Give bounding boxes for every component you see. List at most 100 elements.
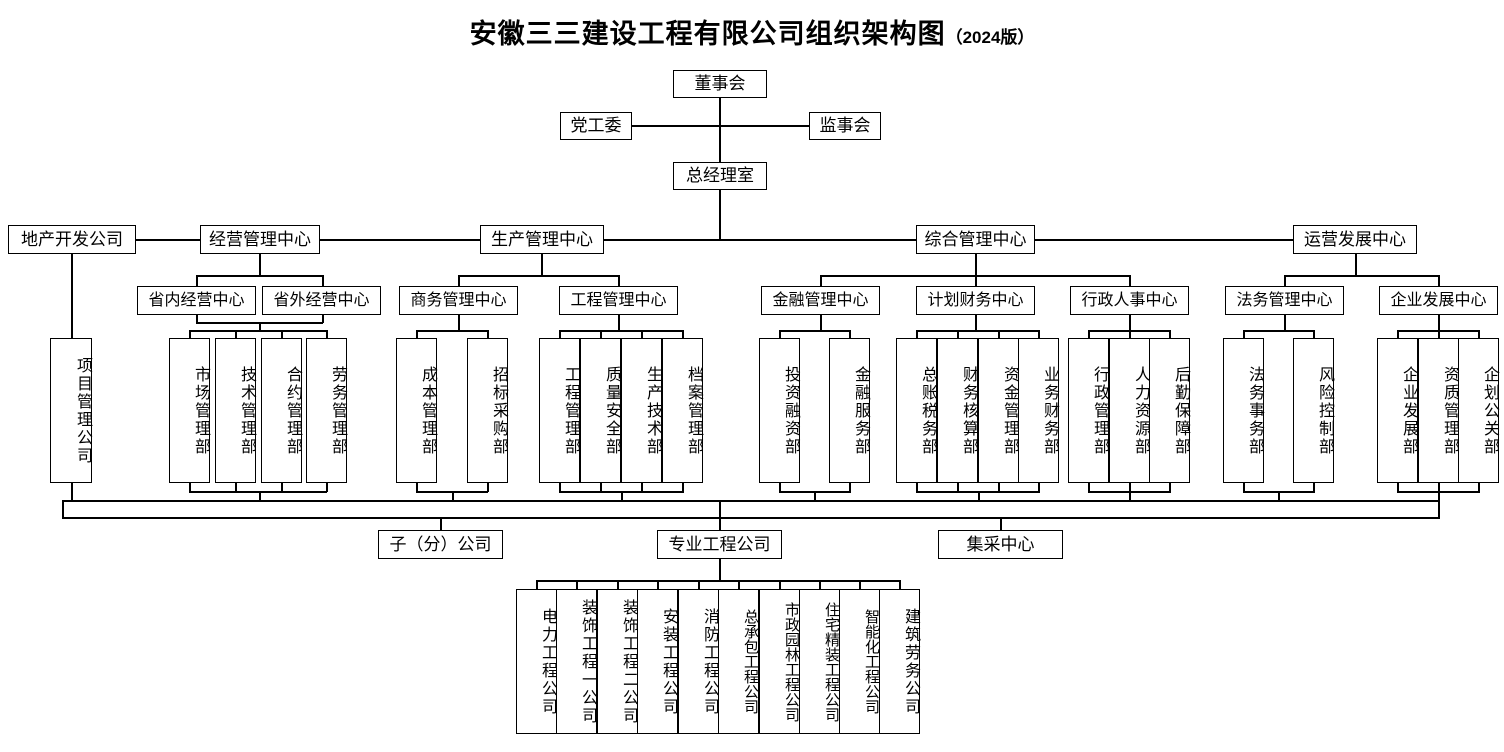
- dept-business-finance[interactable]: 业务财务部: [1018, 338, 1059, 483]
- dept-planning-pr[interactable]: 企划公关部: [1458, 338, 1499, 483]
- dept-financial-services[interactable]: 金融服务部: [829, 338, 870, 483]
- joinstub-logistics: [1169, 483, 1171, 492]
- dept-cost-mgmt[interactable]: 成本管理部: [396, 338, 437, 483]
- dept-logistics-support[interactable]: 后勤保障部: [1149, 338, 1190, 483]
- dept-financial-accounting[interactable]: 财务核算部: [937, 338, 978, 483]
- connector-to-enterprise-dev-dept: [1397, 330, 1399, 338]
- node-subsidiary-branch-company[interactable]: 子（分）公司: [378, 530, 503, 559]
- node-subcenter-legal-mgmt[interactable]: 法务管理中心: [1225, 286, 1344, 315]
- node-subcenter-provincial-in[interactable]: 省内经营中心: [137, 286, 256, 315]
- dept-ledger-tax[interactable]: 总账税务部: [896, 338, 937, 483]
- node-subcenter-provincial-out[interactable]: 省外经营中心: [262, 286, 381, 315]
- dept-fund-mgmt[interactable]: 资金管理部: [978, 338, 1019, 483]
- joinstub-hr: [1129, 483, 1131, 492]
- company-fire-engineering[interactable]: 消防工程公司: [678, 589, 719, 734]
- node-centralized-procurement-center[interactable]: 集采中心: [938, 530, 1063, 559]
- connector-center-bus-left: [136, 239, 200, 241]
- company-decoration-engineering-2[interactable]: 装饰工程二公司: [597, 589, 638, 734]
- node-gm-office[interactable]: 总经理室: [673, 162, 767, 190]
- engcompanies-span: [536, 580, 899, 582]
- joindrop-eng-depts: [621, 491, 623, 501]
- connector-to-specialeng-group: [719, 500, 721, 531]
- connector-planfin-span: [916, 330, 1040, 332]
- company-decoration-engineering-1[interactable]: 装饰工程一公司: [556, 589, 597, 734]
- node-party-committee[interactable]: 党工委: [560, 112, 632, 140]
- connector-to-enterprise-dev: [1438, 275, 1440, 287]
- node-center-real-estate[interactable]: 地产开发公司: [8, 225, 136, 254]
- node-subcenter-engineering-mgmt[interactable]: 工程管理中心: [559, 286, 678, 315]
- connector-to-planning-pr-dept: [1478, 330, 1480, 338]
- bottom-group-bus-left: [62, 517, 440, 519]
- dept-labor-mgmt[interactable]: 劳务管理部: [306, 338, 347, 483]
- node-subcenter-planning-finance[interactable]: 计划财务中心: [916, 286, 1035, 315]
- node-board-of-directors[interactable]: 董事会: [673, 70, 767, 98]
- connector-financecenter-span: [779, 330, 851, 332]
- joindrop-biz-depts: [259, 491, 261, 501]
- connector-to-fund-mgmt-dept: [998, 330, 1000, 338]
- joinstub-finservice: [849, 483, 851, 492]
- company-intelligent-engineering[interactable]: 智能化工程公司: [839, 589, 880, 734]
- dept-project-mgmt-company[interactable]: 项目管理公司: [50, 338, 92, 483]
- dept-archives-mgmt[interactable]: 档案管理部: [662, 338, 703, 483]
- company-construction-labor[interactable]: 建筑劳务公司: [879, 589, 920, 734]
- connector-center-bus-4: [1035, 239, 1293, 241]
- dept-market-mgmt[interactable]: 市场管理部: [169, 338, 210, 483]
- connector-legalcenter-span: [1243, 330, 1315, 332]
- title-main-text: 安徽三三建设工程有限公司组织架构图: [469, 19, 946, 49]
- connector-realestate-to-project: [71, 254, 73, 338]
- dept-contract-mgmt[interactable]: 合约管理部: [261, 338, 302, 483]
- dept-risk-control[interactable]: 风险控制部: [1293, 338, 1334, 483]
- dept-quality-safety[interactable]: 质量安全部: [580, 338, 621, 483]
- joinstub-bidding: [487, 483, 489, 492]
- node-center-business-mgmt[interactable]: 经营管理中心: [200, 225, 320, 254]
- connector-center-bus-2: [320, 239, 480, 241]
- connector-planfin-down: [975, 315, 977, 330]
- node-subcenter-enterprise-dev[interactable]: 企业发展中心: [1379, 286, 1498, 315]
- node-supervisory-board[interactable]: 监事会: [809, 112, 881, 140]
- connector-to-engineering-center: [618, 275, 620, 287]
- dept-human-resources[interactable]: 人力资源部: [1109, 338, 1150, 483]
- title-version-text: （2024版）: [945, 28, 1035, 47]
- connector-to-business-finance-dept: [1038, 330, 1040, 338]
- connector-to-planning-finance: [975, 275, 977, 287]
- connector-to-prov-out: [322, 275, 324, 287]
- dept-qualification-mgmt[interactable]: 资质管理部: [1418, 338, 1459, 483]
- node-center-comprehensive-mgmt[interactable]: 综合管理中心: [916, 225, 1035, 254]
- dept-engineering-mgmt[interactable]: 工程管理部: [539, 338, 580, 483]
- joinstub-riskcontrol: [1313, 483, 1315, 492]
- dept-technical-mgmt[interactable]: 技术管理部: [215, 338, 256, 483]
- node-subcenter-commerce-mgmt[interactable]: 商务管理中心: [399, 286, 518, 315]
- node-specialized-engineering-company[interactable]: 专业工程公司: [657, 530, 782, 559]
- dept-enterprise-development[interactable]: 企业发展部: [1377, 338, 1418, 483]
- company-installation-engineering[interactable]: 安装工程公司: [637, 589, 678, 734]
- company-general-contracting-engineering[interactable]: 总承包工程公司: [718, 589, 759, 734]
- node-subcenter-financial-mgmt[interactable]: 金融管理中心: [761, 286, 880, 315]
- connector-to-contract-dept: [281, 330, 283, 338]
- company-power-engineering[interactable]: 电力工程公司: [516, 589, 557, 734]
- connector-to-engineering-dept: [559, 330, 561, 338]
- connector-provout-down: [322, 315, 324, 323]
- joindrop-finance-depts: [814, 491, 816, 501]
- connector-adminhr-down: [1129, 315, 1131, 330]
- dept-bidding-procurement[interactable]: 招标采购部: [467, 338, 508, 483]
- dept-legal-affairs[interactable]: 法务事务部: [1223, 338, 1264, 483]
- company-residential-decoration-engineering[interactable]: 住宅精装工程公司: [799, 589, 840, 734]
- company-municipal-landscape-engineering[interactable]: 市政园林工程公司: [759, 589, 800, 734]
- node-subcenter-admin-hr[interactable]: 行政人事中心: [1070, 286, 1189, 315]
- dept-investment-financing[interactable]: 投资融资部: [759, 338, 800, 483]
- connector-to-cost-dept: [416, 330, 418, 338]
- joindrop-commerce-depts: [452, 491, 454, 501]
- connector-to-archives-dept: [682, 330, 684, 338]
- node-center-operations-dev[interactable]: 运营发展中心: [1293, 225, 1417, 254]
- stub-decor1-eng: [576, 580, 578, 590]
- connector-to-hr-dept: [1129, 330, 1131, 338]
- connector-to-admin-dept: [1088, 330, 1090, 338]
- connector-to-prov-in: [196, 275, 198, 287]
- node-center-production-mgmt[interactable]: 生产管理中心: [480, 225, 604, 254]
- dept-production-technology[interactable]: 生产技术部: [621, 338, 662, 483]
- joinstub-bizfinance: [1038, 483, 1040, 492]
- dept-administration-mgmt[interactable]: 行政管理部: [1068, 338, 1109, 483]
- joindrop-legal-depts: [1278, 491, 1280, 501]
- connector-to-production-tech-dept: [641, 330, 643, 338]
